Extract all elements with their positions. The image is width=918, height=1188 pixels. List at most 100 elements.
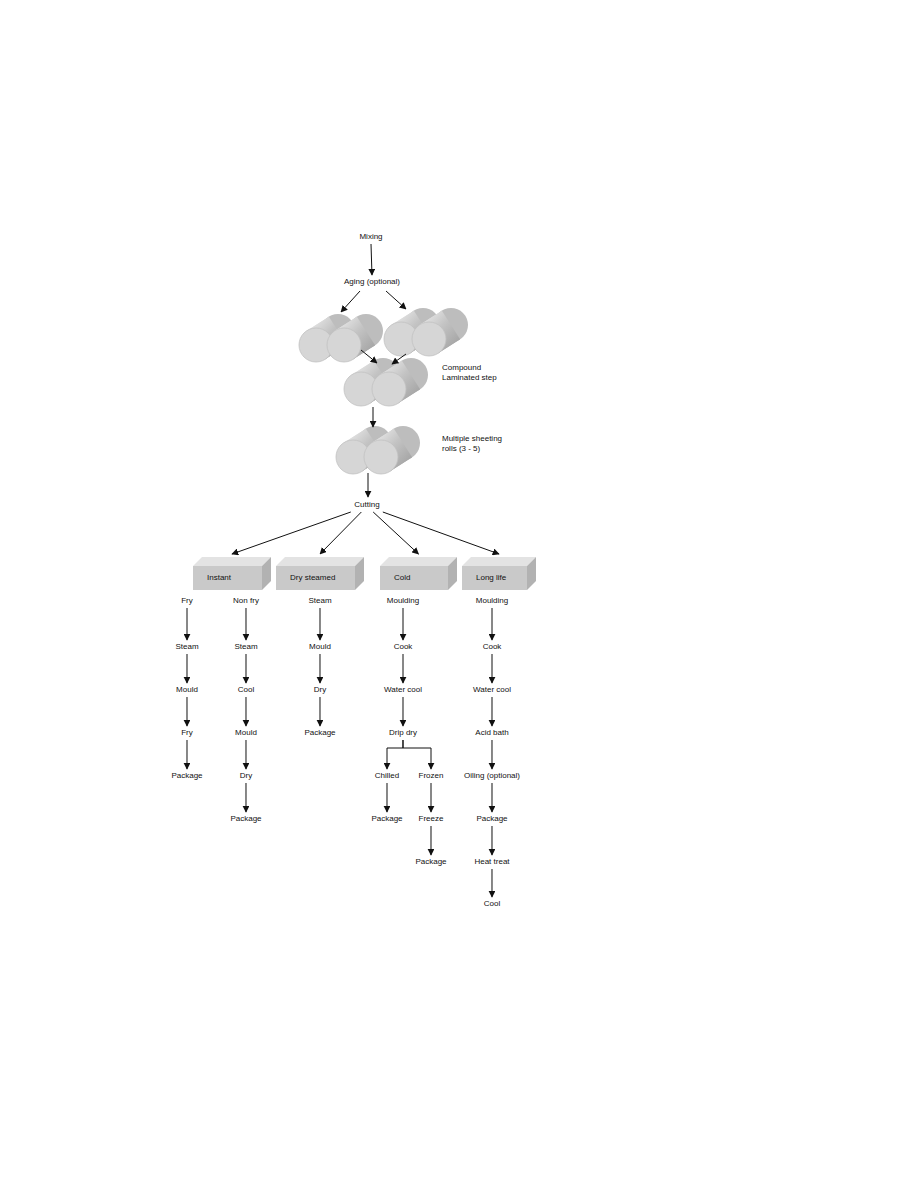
flow-arrow bbox=[319, 654, 320, 683]
flow-arrow bbox=[403, 654, 404, 683]
process-step: Aging (optional) bbox=[343, 277, 401, 287]
process-step: Cook bbox=[482, 642, 503, 652]
step-text: Frozen bbox=[418, 771, 445, 781]
step-text: Cool bbox=[483, 899, 501, 909]
process-step: Dry bbox=[239, 771, 253, 781]
box-side-face bbox=[355, 557, 364, 590]
step-text: Steam bbox=[307, 596, 332, 606]
step-text: Cold bbox=[394, 566, 442, 590]
process-step: Cool bbox=[237, 685, 255, 695]
product-box: Instant bbox=[193, 566, 262, 590]
step-text: Water cool bbox=[472, 685, 512, 695]
flow-arrow bbox=[341, 291, 406, 497]
step-text: Package bbox=[303, 728, 336, 738]
step-text: Instant bbox=[207, 566, 256, 590]
flow-arrow bbox=[245, 697, 246, 726]
step-text: Moulding bbox=[386, 596, 420, 606]
box-top-face bbox=[462, 557, 536, 566]
process-step: Fry bbox=[180, 728, 194, 738]
process-step: Acid bath bbox=[474, 728, 509, 738]
step-text: Fry bbox=[180, 728, 194, 738]
flow-arrow bbox=[491, 697, 492, 726]
step-text: Heat treat bbox=[473, 857, 510, 867]
flow-arrow bbox=[371, 244, 373, 275]
step-text: Freeze bbox=[418, 814, 445, 824]
flow-arrow bbox=[403, 608, 404, 640]
process-step: Steam bbox=[174, 642, 199, 652]
process-step: Cutting bbox=[353, 500, 380, 510]
flow-arrow bbox=[492, 654, 493, 683]
step-label: Multiple sheeting rolls (3 - 5) bbox=[442, 434, 506, 454]
process-step: Cool bbox=[483, 899, 501, 909]
process-step: Mould bbox=[308, 642, 332, 652]
process-step: Package bbox=[370, 814, 403, 824]
process-step: Non fry bbox=[232, 596, 260, 606]
process-step: Package bbox=[303, 728, 336, 738]
flow-arrow bbox=[232, 512, 351, 554]
product-box: Cold bbox=[380, 566, 448, 590]
box-top-face bbox=[193, 557, 271, 566]
step-text: Mould bbox=[308, 642, 332, 652]
flow-arrow bbox=[386, 783, 387, 812]
box-top-face bbox=[276, 557, 364, 566]
flow-arrow bbox=[491, 869, 492, 897]
flow-arrow bbox=[245, 654, 246, 683]
flow-arrow bbox=[431, 783, 432, 812]
flow-arrow bbox=[186, 697, 187, 726]
process-step: Cook bbox=[393, 642, 414, 652]
step-text: Mould bbox=[234, 728, 258, 738]
product-box: Long life bbox=[462, 566, 527, 590]
process-step: Mould bbox=[175, 685, 199, 695]
step-text: Water cool bbox=[383, 685, 423, 695]
process-step: Package bbox=[414, 857, 447, 867]
flow-arrow bbox=[491, 783, 492, 812]
process-step: Heat treat bbox=[473, 857, 510, 867]
process-step: Drip dry bbox=[388, 728, 418, 738]
step-text: Mixing bbox=[358, 232, 383, 242]
step-text: Package bbox=[370, 814, 403, 824]
step-text: Chilled bbox=[374, 771, 400, 781]
step-text: Fry bbox=[180, 596, 194, 606]
step-text: Steam bbox=[174, 642, 199, 652]
process-step: Mould bbox=[234, 728, 258, 738]
product-box: Dry steamed bbox=[276, 566, 355, 590]
step-text: Cutting bbox=[353, 500, 380, 510]
step-text: Oiling (optional) bbox=[463, 771, 521, 781]
step-text: Mould bbox=[175, 685, 199, 695]
process-step: Mixing bbox=[358, 232, 383, 242]
process-step: Moulding bbox=[475, 596, 509, 606]
flow-arrow bbox=[245, 608, 246, 640]
roller-pair bbox=[344, 358, 428, 406]
process-step: Frozen bbox=[418, 771, 445, 781]
flow-arrow bbox=[245, 740, 246, 769]
process-step: Package bbox=[229, 814, 262, 824]
flow-arrow bbox=[387, 740, 403, 769]
flow-arrow bbox=[491, 826, 492, 855]
flow-arrow bbox=[187, 608, 188, 640]
process-step: Water cool bbox=[472, 685, 512, 695]
step-text: Package bbox=[170, 771, 203, 781]
flow-arrow bbox=[245, 783, 246, 812]
step-text: Steam bbox=[233, 642, 258, 652]
step-text: Cool bbox=[237, 685, 255, 695]
step-text: Non fry bbox=[232, 596, 260, 606]
step-text: Cook bbox=[482, 642, 503, 652]
step-text: Acid bath bbox=[474, 728, 509, 738]
roller-pair bbox=[336, 426, 420, 474]
roller-pair bbox=[299, 314, 383, 362]
process-step: Package bbox=[170, 771, 203, 781]
flow-arrow bbox=[320, 512, 361, 554]
process-step: Freeze bbox=[418, 814, 445, 824]
process-step: Oiling (optional) bbox=[463, 771, 521, 781]
flow-arrow bbox=[319, 608, 320, 640]
flow-arrow bbox=[402, 697, 403, 726]
flow-arrow bbox=[403, 740, 431, 769]
step-text: Dry bbox=[239, 771, 253, 781]
flow-arrow bbox=[430, 826, 431, 855]
flow-arrow bbox=[373, 512, 418, 554]
step-text: Aging (optional) bbox=[343, 277, 401, 287]
step-label: Compound Laminated step bbox=[442, 363, 514, 383]
process-step: Dry bbox=[313, 685, 327, 695]
